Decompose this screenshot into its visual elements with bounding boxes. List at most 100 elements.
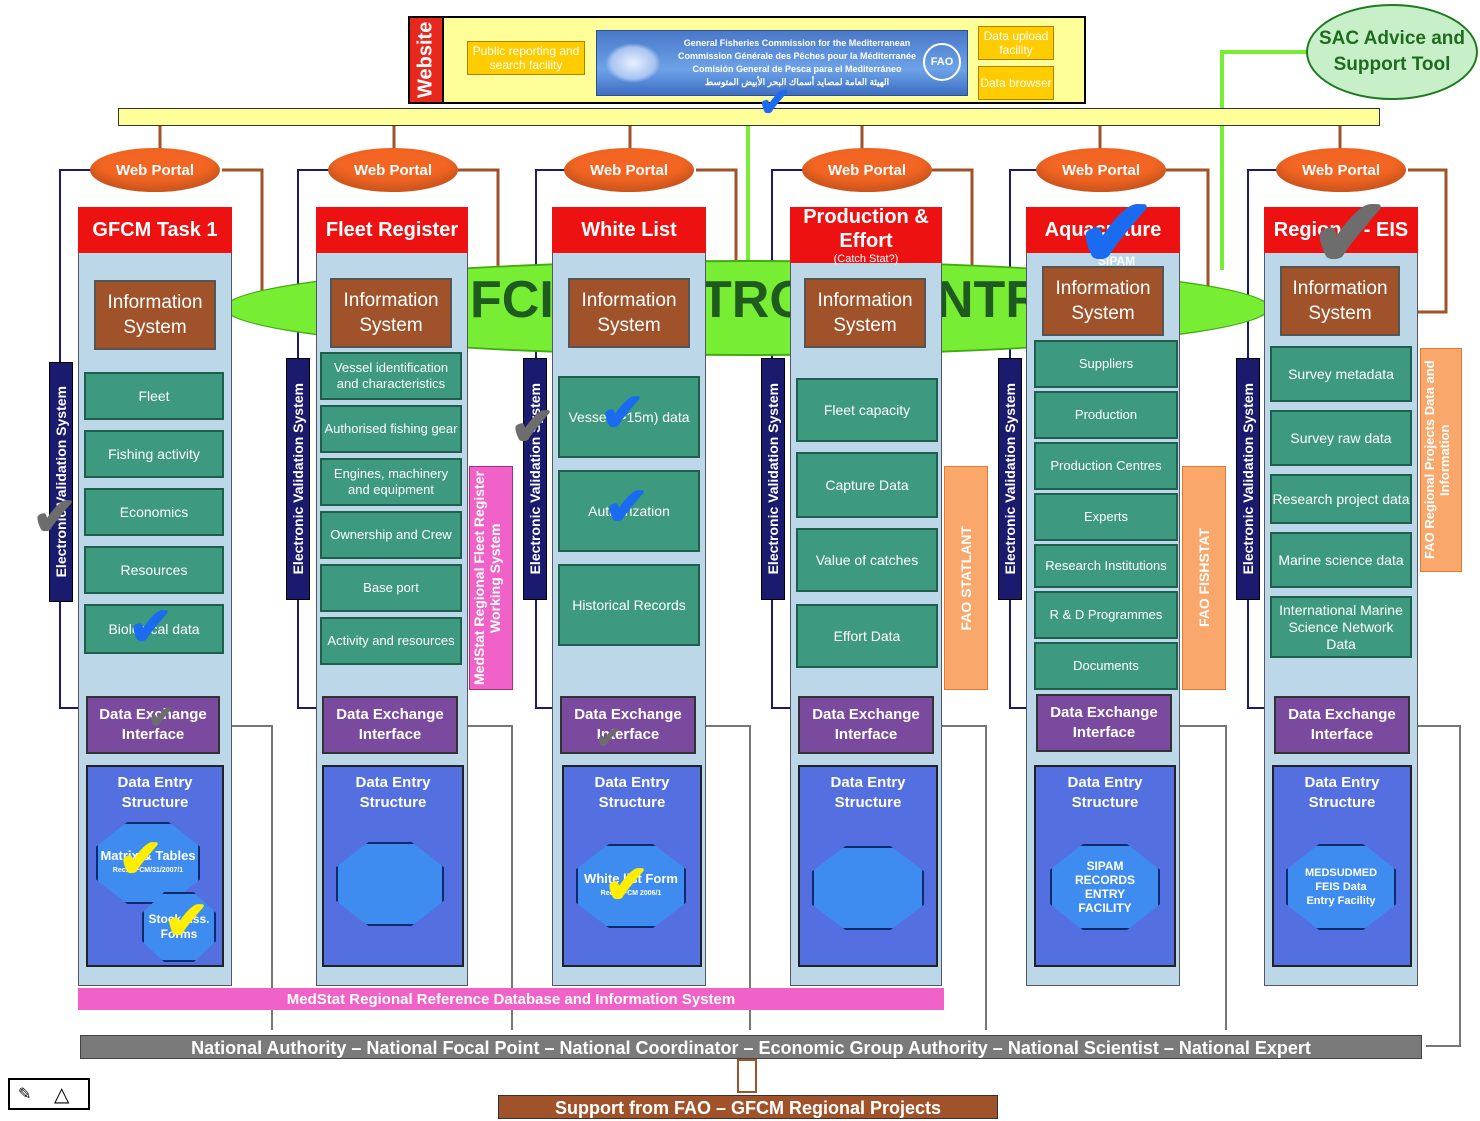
web-portal-6[interactable]: Web Portal bbox=[1276, 148, 1406, 192]
web-portal-2[interactable]: Web Portal bbox=[328, 148, 458, 192]
item-survey-metadata[interactable]: Survey metadata bbox=[1270, 346, 1412, 402]
entry-shape-matrix-tables[interactable]: Matrix & Tables Rec. GFCM/31/2007/1 bbox=[96, 822, 200, 904]
item-international-marine-science[interactable]: International Marine Science Network Dat… bbox=[1270, 596, 1412, 658]
item-capture-data[interactable]: Capture Data bbox=[796, 452, 938, 518]
item-resources[interactable]: Resources bbox=[84, 546, 224, 594]
data-exchange-interface-2[interactable]: Data Exchange Interface bbox=[322, 696, 458, 754]
column-title-production-text: Production & Effort bbox=[803, 205, 929, 252]
data-exchange-interface-6[interactable]: Data Exchange Interface bbox=[1274, 696, 1410, 754]
information-system-6[interactable]: Information System bbox=[1280, 266, 1400, 336]
item-economics[interactable]: Economics bbox=[84, 488, 224, 536]
column-title-production-effort: Production & Effort (Catch Stat?) bbox=[790, 205, 942, 265]
item-research-project-data[interactable]: Research project data bbox=[1270, 474, 1412, 524]
gfcm-banner-line-fr: Commission Générale des Pêches pour la M… bbox=[677, 51, 917, 61]
item-value-of-catches[interactable]: Value of catches bbox=[796, 528, 938, 592]
check-icon: ✔ bbox=[758, 81, 792, 125]
data-entry-title-5: Data Entry Structure bbox=[1067, 774, 1143, 811]
item-suppliers[interactable]: Suppliers bbox=[1034, 340, 1178, 388]
data-exchange-interface-4[interactable]: Data Exchange Interface bbox=[798, 696, 934, 754]
pen-icon[interactable]: ✎ bbox=[18, 1086, 32, 1103]
item-production[interactable]: Production bbox=[1034, 391, 1178, 439]
entry-shape-stock-ass[interactable]: Stock Ass. Forms bbox=[142, 892, 216, 962]
fao-statlant-box[interactable]: FAO STATLANT bbox=[944, 466, 988, 690]
item-vessel-identification[interactable]: Vessel identification and characteristic… bbox=[320, 352, 462, 400]
item-marine-science-data[interactable]: Marine science data bbox=[1270, 532, 1412, 588]
entry-shape-white-list-form[interactable]: White list Form Rec. GFCM 2006/1 bbox=[576, 844, 686, 928]
entry-shape-label: White list Form bbox=[584, 871, 678, 886]
gfcm-fish-logo bbox=[605, 43, 661, 83]
medstat-fleet-register-box[interactable]: MedStat Regional Fleet Register Working … bbox=[469, 466, 513, 690]
item-historical-records[interactable]: Historical Records bbox=[558, 564, 700, 646]
medstat-regional-bar[interactable]: MedStat Regional Reference Database and … bbox=[78, 988, 944, 1010]
data-entry-title-3: Data Entry Structure bbox=[594, 774, 670, 811]
gfcm-banner-line-es: Comisión General de Pesca para el Medite… bbox=[692, 64, 902, 74]
entry-shape-fleet-register[interactable] bbox=[336, 842, 444, 926]
item-experts[interactable]: Experts bbox=[1034, 493, 1178, 541]
data-entry-title-4: Data Entry Structure bbox=[830, 774, 906, 811]
item-activity-resources[interactable]: Activity and resources bbox=[320, 617, 462, 665]
item-effort-data[interactable]: Effort Data bbox=[796, 604, 938, 668]
fao-statlant-label: FAO STATLANT bbox=[958, 525, 974, 631]
item-research-institutions[interactable]: Research Institutions bbox=[1034, 544, 1178, 588]
item-production-centres[interactable]: Production Centres bbox=[1034, 442, 1178, 490]
item-ownership-crew[interactable]: Ownership and Crew bbox=[320, 511, 462, 559]
item-authorised-fishing-gear[interactable]: Authorised fishing gear bbox=[320, 405, 462, 453]
electronic-validation-label-2: Electronic Validation System bbox=[290, 383, 306, 575]
check-icon: ✔ bbox=[118, 829, 164, 889]
entry-shape-sipam-records[interactable]: SIPAM RECORDS ENTRY FACILITY bbox=[1050, 844, 1160, 930]
fao-fishstat-box[interactable]: FAO FISHSTAT bbox=[1182, 466, 1226, 690]
public-reporting-box[interactable]: Public reporting and search facility bbox=[467, 41, 585, 75]
data-exchange-interface-1[interactable]: Data Exchange Interface bbox=[86, 696, 220, 754]
electronic-validation-label-5: Electronic Validation System bbox=[1002, 383, 1018, 575]
information-system-1[interactable]: Information System bbox=[94, 280, 216, 350]
item-fleet[interactable]: Fleet bbox=[84, 372, 224, 420]
data-upload-box[interactable]: Data upload facility bbox=[978, 26, 1054, 60]
fao-fishstat-label: FAO FISHSTAT bbox=[1196, 528, 1212, 628]
column-title-gfcm-task1: GFCM Task 1 bbox=[78, 207, 232, 253]
fao-regional-projects-box[interactable]: FAO Regional Projects Data and Informati… bbox=[1420, 348, 1462, 572]
information-system-2[interactable]: Information System bbox=[330, 278, 452, 348]
electronic-validation-label-1: Electronic Validation System bbox=[53, 386, 69, 578]
triangle-icon[interactable]: △ bbox=[54, 1084, 70, 1106]
slide-toolbar[interactable]: ✎ △ bbox=[8, 1078, 90, 1110]
item-vessel-15m-data[interactable]: Vessel (>15m) data bbox=[558, 376, 700, 458]
check-icon: ✔ bbox=[600, 383, 646, 443]
information-system-3[interactable]: Information System bbox=[568, 278, 690, 348]
item-documents[interactable]: Documents bbox=[1034, 642, 1178, 690]
entry-shape-label: Matrix & Tables bbox=[100, 848, 196, 863]
item-rd-programmes[interactable]: R & D Programmes bbox=[1034, 591, 1178, 639]
column-subtitle-catch-stat: (Catch Stat?) bbox=[833, 252, 899, 265]
web-portal-1[interactable]: Web Portal bbox=[90, 148, 220, 192]
check-icon: ✔ bbox=[1076, 180, 1157, 287]
information-system-4[interactable]: Information System bbox=[804, 278, 926, 348]
website-label: Website bbox=[414, 21, 437, 99]
web-portal-3[interactable]: Web Portal bbox=[564, 148, 694, 192]
data-exchange-interface-5[interactable]: Data Exchange Interface bbox=[1036, 694, 1172, 752]
item-authorization[interactable]: Authorization bbox=[558, 470, 700, 552]
sac-advice-ellipse[interactable]: SAC Advice and Support Tool bbox=[1306, 4, 1478, 100]
item-engines-machinery[interactable]: Engines, machinery and equipment bbox=[320, 458, 462, 506]
column-title-regional-eis: Regional - EIS bbox=[1264, 207, 1418, 253]
data-entry-title-1: Data Entry Structure bbox=[117, 774, 193, 811]
national-stakeholders-bar: National Authority – National Focal Poin… bbox=[80, 1035, 1422, 1059]
data-entry-title-6: Data Entry Structure bbox=[1304, 774, 1380, 811]
check-icon: ✔ bbox=[148, 699, 175, 735]
entry-shape-production[interactable] bbox=[812, 846, 924, 930]
item-base-port[interactable]: Base port bbox=[320, 564, 462, 612]
band-text-1: FCI bbox=[470, 271, 554, 329]
information-system-5[interactable]: Information System bbox=[1042, 266, 1164, 336]
item-fleet-capacity[interactable]: Fleet capacity bbox=[796, 378, 938, 442]
item-biological-data[interactable]: Biological data bbox=[84, 604, 224, 654]
web-portal-4[interactable]: Web Portal bbox=[802, 148, 932, 192]
entry-shape-medsudmed-feis[interactable]: MEDSUDMED FEIS Data Entry Facility bbox=[1286, 844, 1396, 930]
data-entry-title-2: Data Entry Structure bbox=[355, 774, 431, 811]
check-icon: ✔ bbox=[32, 487, 78, 547]
check-icon: ✔ bbox=[604, 477, 650, 537]
data-exchange-interface-3[interactable]: Data Exchange Interface bbox=[560, 696, 696, 754]
check-icon: ✔ bbox=[510, 397, 556, 457]
web-portal-5[interactable]: Web Portal bbox=[1036, 148, 1166, 192]
data-browser-box[interactable]: Data browser bbox=[978, 66, 1054, 100]
item-fishing-activity[interactable]: Fishing activity bbox=[84, 430, 224, 478]
column-title-aquaculture: Aquaculture bbox=[1026, 207, 1180, 253]
item-survey-raw-data[interactable]: Survey raw data bbox=[1270, 410, 1412, 466]
